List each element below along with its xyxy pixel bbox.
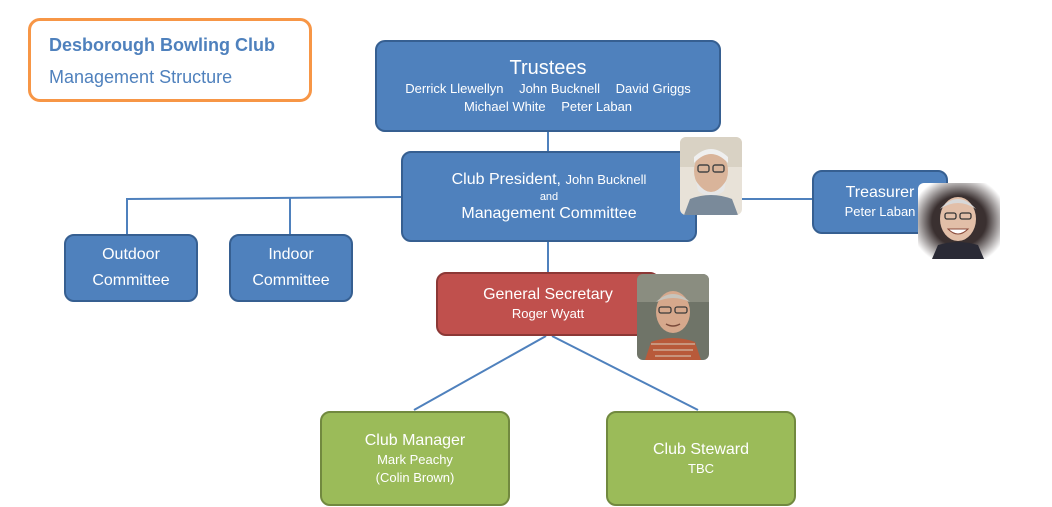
trustee-name: David Griggs [615,81,691,96]
secretary-name: Roger Wyatt [511,306,585,321]
president-name: John Bucknell [565,171,647,187]
indoor-label-line1: Indoor [268,246,314,263]
line-president-committees [126,196,403,234]
trustees-box: Trustees Derrick Llewellyn John Bucknell… [375,40,721,132]
treasurer-title: Treasurer [845,184,915,201]
trustee-name: Peter Laban [561,99,633,114]
trustees-title: Trustees [509,57,587,79]
outdoor-committee-box: Outdoor Committee [64,234,198,302]
indoor-committee-box: Indoor Committee [229,234,353,302]
chart-title-box: Desborough Bowling Club Management Struc… [28,18,312,102]
trustees-names-row1: Derrick Llewellyn John Bucknell David Gr… [399,80,697,98]
line-secretary-steward [551,335,699,411]
manager-deputy: (Colin Brown) [375,469,455,485]
manager-name: Mark Peachy [377,451,453,467]
trustee-name: Michael White [463,99,546,114]
president-title-row: Club President, John Bucknell [452,170,647,190]
club-manager-box: Club Manager Mark Peachy (Colin Brown) [320,411,510,506]
trustee-name: Derrick Llewellyn [405,81,504,96]
treasurer-name: Peter Laban [844,204,916,219]
chart-subtitle: Management Structure [49,67,233,87]
president-box: Club President, John Bucknell and Manage… [401,151,697,242]
general-secretary-box: General Secretary Roger Wyatt [436,272,660,336]
org-name: Desborough Bowling Club [49,35,275,55]
trustees-names-row2: Michael White Peter Laban [458,98,638,116]
outdoor-label-line2: Committee [92,272,170,289]
indoor-label-line2: Committee [252,272,330,289]
manager-title: Club Manager [364,431,466,449]
outdoor-label-line1: Outdoor [102,246,160,263]
steward-title: Club Steward [652,440,750,458]
president-photo [680,137,742,215]
steward-name: TBC [688,460,714,476]
president-and: and [539,190,559,203]
treasurer-photo [918,183,1000,259]
secretary-photo [637,274,709,360]
line-secretary-manager [413,335,547,411]
management-committee-label: Management Committee [461,204,637,222]
club-steward-box: Club Steward TBC [606,411,796,506]
secretary-title: General Secretary [483,286,613,303]
president-title: Club President, [451,170,561,188]
trustee-name: John Bucknell [519,81,601,96]
